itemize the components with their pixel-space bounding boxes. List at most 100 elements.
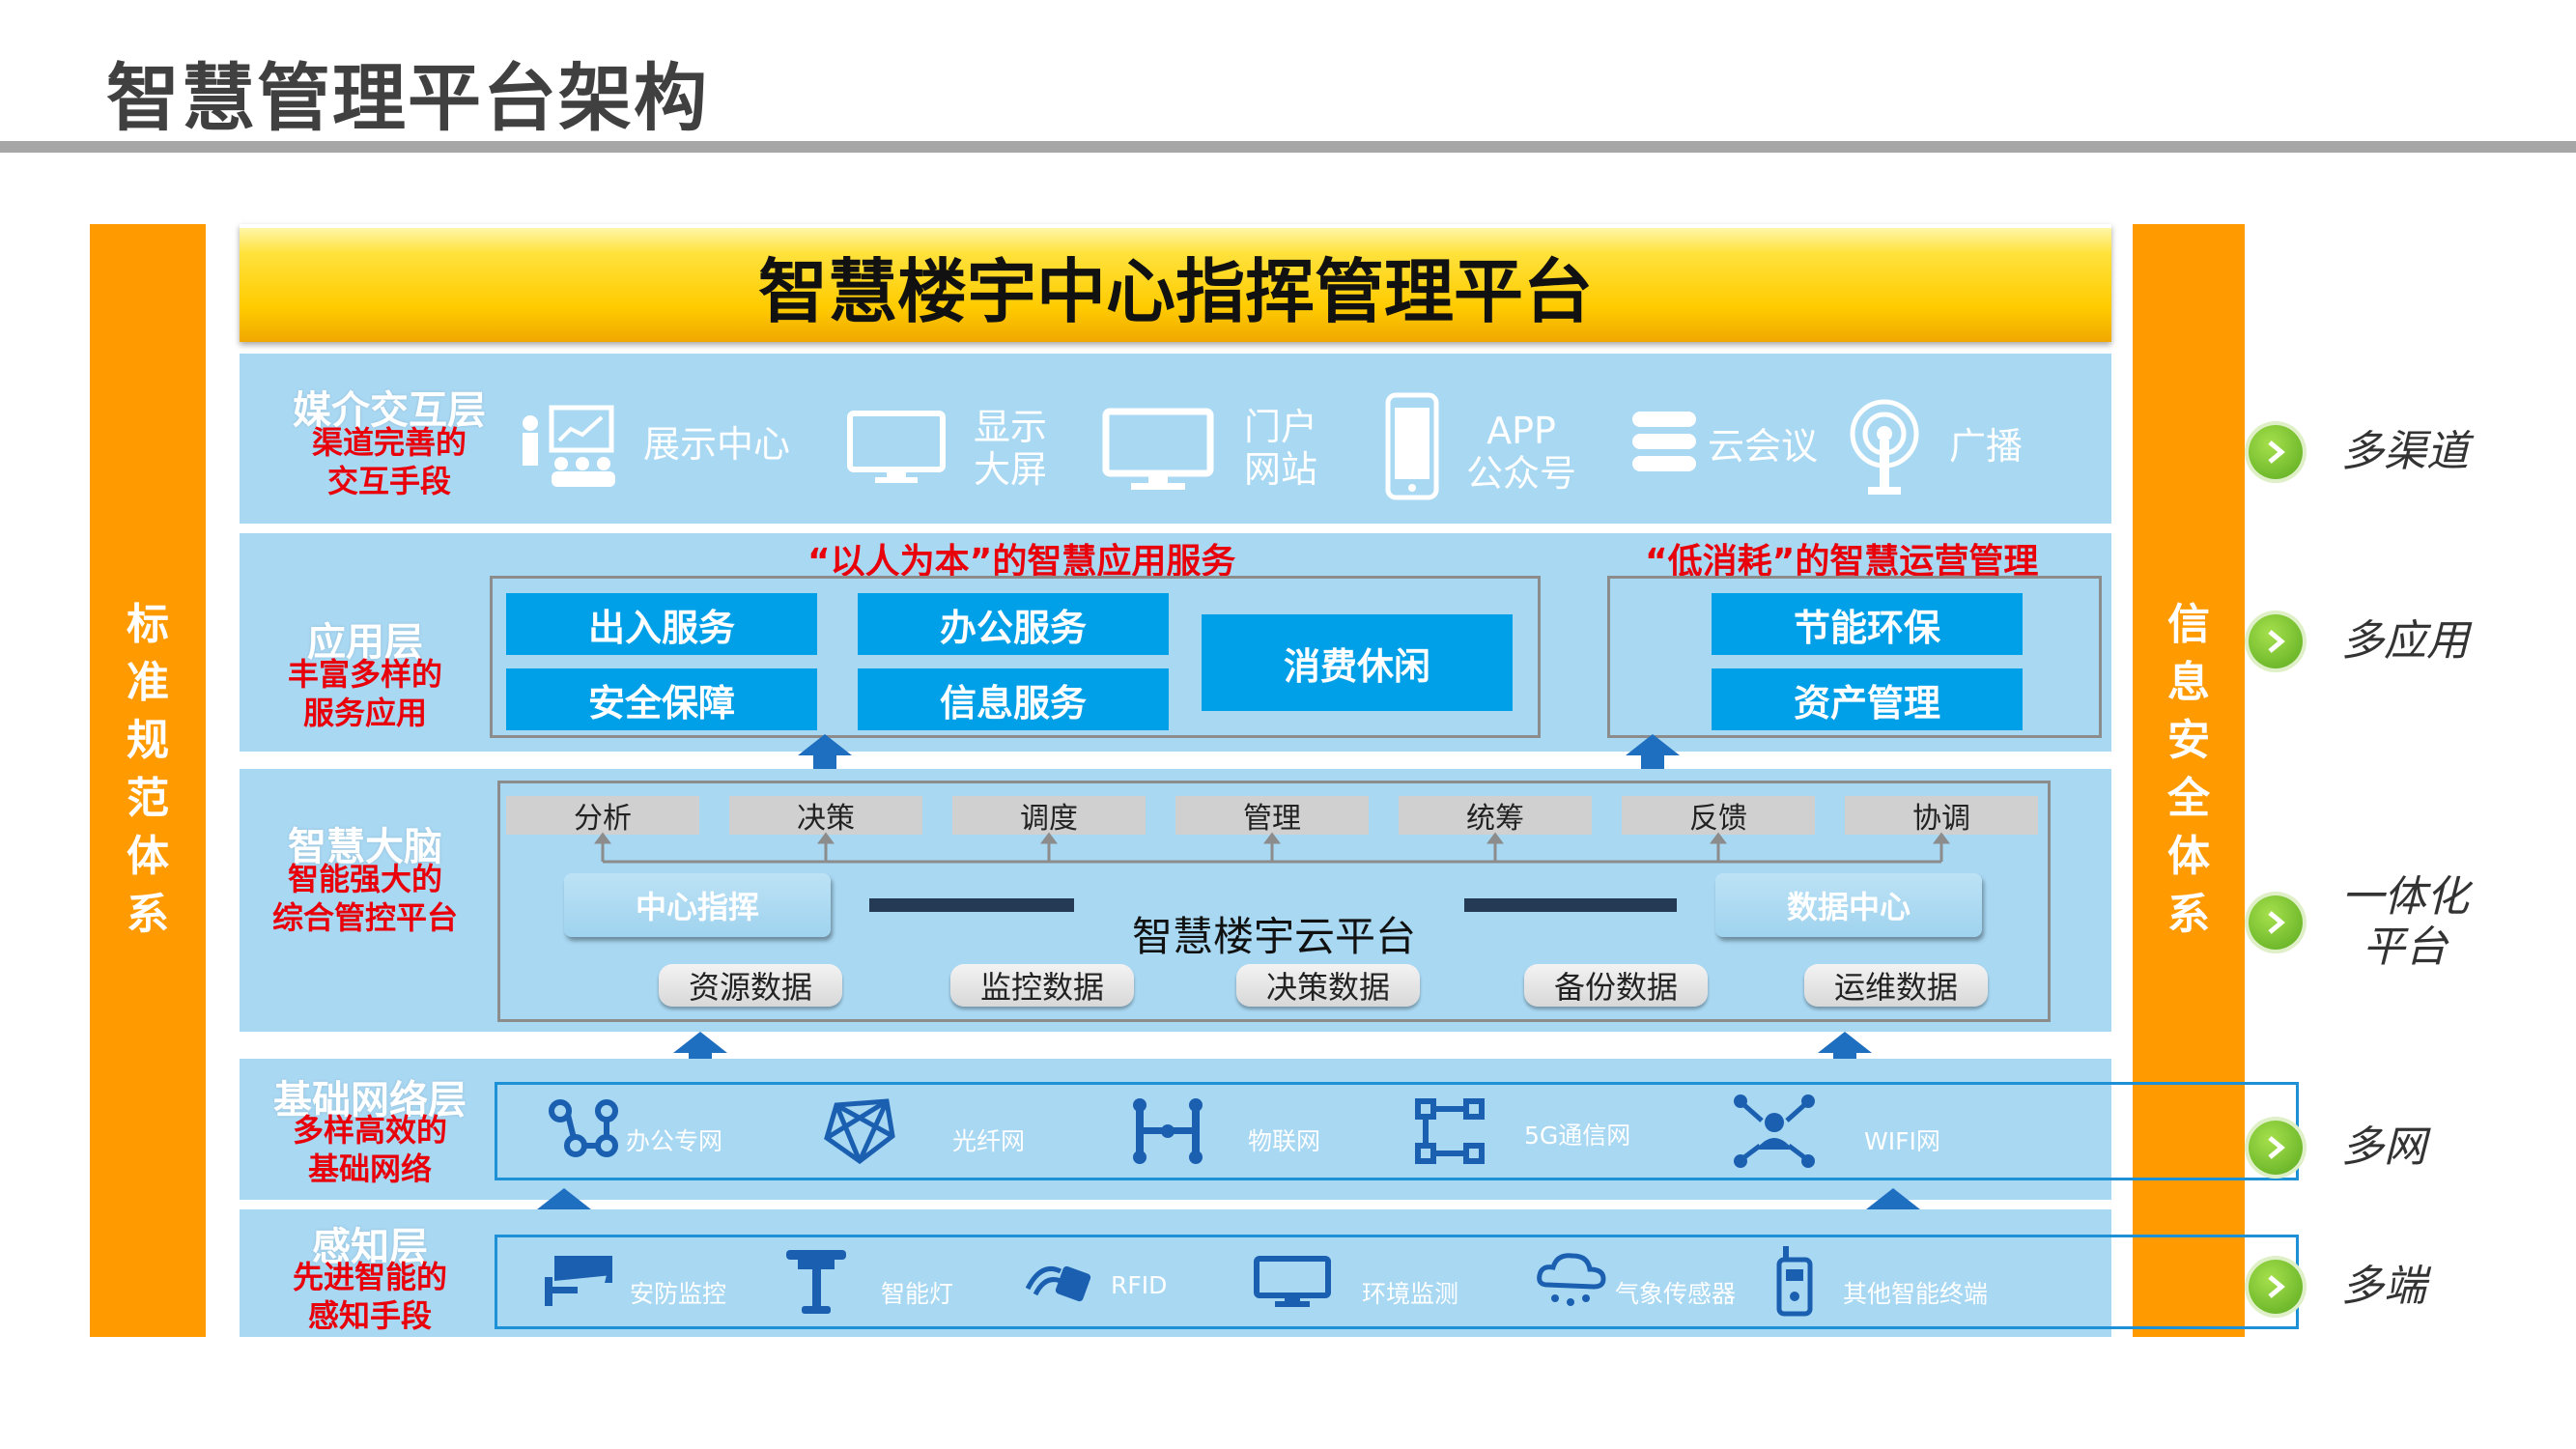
monitor-icon <box>1254 1256 1331 1307</box>
perception-layer: 感知层 先进智能的感知手段 安防监控 智能灯 RFID 环境监测 气象传感器 其… <box>240 1209 2299 1337</box>
layer-subtitle: 渠道完善的交互手段 <box>311 424 467 499</box>
platform-bar-left <box>869 898 1074 912</box>
left-bar-char: 体 <box>127 832 169 881</box>
service-box-access[interactable]: 出入服务 <box>506 593 817 655</box>
monitor-icon <box>847 411 946 483</box>
service-box-assets[interactable]: 资产管理 <box>1712 668 2023 730</box>
up-arrow-icon <box>798 734 852 779</box>
title-divider <box>0 141 2576 153</box>
perception-item-label: 其他智能终端 <box>1843 1280 1989 1308</box>
layer-name: 媒介交互层 <box>293 388 486 433</box>
media-item-label: 云会议 <box>1708 425 1819 468</box>
network-item-label: 5G通信网 <box>1524 1122 1631 1150</box>
layer-name: 基础网络层 <box>273 1078 467 1122</box>
platform-bar-right <box>1464 898 1677 912</box>
up-arrow-icon <box>673 1032 727 1076</box>
perception-item-label: RFID <box>1111 1271 1168 1299</box>
perception-item-label: 气象传感器 <box>1615 1280 1737 1308</box>
network-layer: 基础网络层 多样高效的基础网络 办公专网 光纤网 物联网 5G通信网 <box>240 1059 2299 1200</box>
people-oriented-services-frame <box>490 576 1541 738</box>
data-source-tag: 运维数据 <box>1804 964 1988 1007</box>
right-feature-label: 多应用 <box>2341 616 2469 666</box>
left-bar-char: 准 <box>127 658 169 707</box>
mesh-icon <box>824 1098 895 1165</box>
layer-name: 应用层 <box>307 620 423 665</box>
left-group-heading: “以人为本”的智慧应用服务 <box>807 542 1236 582</box>
perception-item-label: 智能灯 <box>881 1280 954 1308</box>
security-camera-icon <box>545 1256 612 1306</box>
network-item-label: WIFI网 <box>1864 1127 1940 1155</box>
service-box-energy[interactable]: 节能环保 <box>1712 593 2023 655</box>
server-stack-icon <box>1632 412 1696 471</box>
layer-name: 感知层 <box>312 1225 428 1269</box>
up-arrow-icon <box>1626 734 1680 779</box>
smart-lamp-icon <box>786 1250 846 1314</box>
service-box-consumption[interactable]: 消费休闲 <box>1202 614 1513 711</box>
right-feature-label: 多网 <box>2341 1122 2426 1172</box>
network-item-label: 办公专网 <box>626 1127 723 1155</box>
media-item-label: 展示中心 <box>643 423 791 466</box>
cloud-platform-title: 智慧楼宇云平台 <box>1132 913 1417 960</box>
network-item-label: 物联网 <box>1248 1127 1321 1155</box>
page-title: 智慧管理平台架构 <box>106 55 709 141</box>
perception-item-label: 环境监测 <box>1362 1280 1459 1308</box>
right-group-heading: “低消耗”的智慧运营管理 <box>1645 542 2039 582</box>
cloud-platform-frame <box>497 781 2051 1022</box>
service-box-security[interactable]: 安全保障 <box>506 668 817 730</box>
weather-sensor-icon <box>1537 1253 1606 1306</box>
walkie-talkie-icon <box>1776 1246 1813 1317</box>
main-platform-title: 智慧楼宇中心指挥管理平台 <box>240 224 2111 342</box>
service-box-office[interactable]: 办公服务 <box>858 593 1169 655</box>
chevron-right-icon <box>2249 425 2303 479</box>
right-bar-char: 体 <box>2167 832 2210 881</box>
perception-item-label: 安防监控 <box>630 1280 727 1308</box>
data-source-tag: 监控数据 <box>950 964 1134 1007</box>
chevron-right-icon <box>2249 895 2303 950</box>
connector-lines <box>594 832 1950 864</box>
right-feature-label: 一体化平台 <box>2341 872 2469 972</box>
right-feature-item: 多网 <box>2249 1121 2426 1175</box>
right-bar-char: 系 <box>2167 890 2210 939</box>
molecule-icon <box>549 1099 618 1157</box>
data-source-tag: 决策数据 <box>1236 964 1420 1007</box>
media-item-label: 显示大屏 <box>974 406 1048 491</box>
layer-subtitle: 先进智能的感知手段 <box>292 1259 447 1334</box>
presentation-icon <box>523 405 615 487</box>
right-bar-char: 信 <box>2167 600 2210 649</box>
data-source-tag: 资源数据 <box>659 964 842 1007</box>
smart-brain-layer: 智慧大脑 智能强大的综合管控平台 分析 决策 调度 管理 统筹 反馈 协调 中心… <box>240 769 2111 1032</box>
layer-subtitle: 丰富多样的服务应用 <box>287 656 442 731</box>
right-feature-item: 多应用 <box>2249 614 2469 668</box>
function-tag: 决策 <box>729 796 922 836</box>
left-bar-char: 范 <box>127 774 169 823</box>
command-center-pill[interactable]: 中心指挥 <box>564 873 831 937</box>
left-bar-char: 系 <box>127 890 169 939</box>
broadcast-icon <box>1850 399 1919 495</box>
iot-nodes-icon <box>1133 1098 1203 1164</box>
media-item-label: 广播 <box>1949 425 2024 468</box>
left-bar-char: 标 <box>127 600 169 649</box>
right-bar-char: 安 <box>2167 716 2210 765</box>
chevron-right-icon <box>2249 1260 2303 1314</box>
media-item-label: 门户网站 <box>1244 406 1318 491</box>
function-tag: 调度 <box>952 796 1146 836</box>
right-feature-label: 多端 <box>2341 1262 2426 1311</box>
right-feature-item: 多端 <box>2249 1260 2426 1314</box>
left-standards-bar: 标 准 规 范 体 系 <box>90 224 206 1337</box>
data-center-pill[interactable]: 数据中心 <box>1715 873 1982 937</box>
data-source-tag: 备份数据 <box>1524 964 1708 1007</box>
right-security-bar: 信 息 安 全 体 系 <box>2133 224 2245 1337</box>
right-feature-label: 多渠道 <box>2341 427 2469 476</box>
layer-name: 智慧大脑 <box>288 825 442 869</box>
service-box-information[interactable]: 信息服务 <box>858 668 1169 730</box>
function-tag: 协调 <box>1845 796 2038 836</box>
left-bar-char: 规 <box>127 716 169 765</box>
right-feature-item: 一体化平台 <box>2249 872 2469 973</box>
people-network-icon <box>1734 1094 1815 1168</box>
phone-icon <box>1385 392 1439 500</box>
application-layer: 应用层 丰富多样的服务应用 “以人为本”的智慧应用服务 出入服务 办公服务 安全… <box>240 533 2111 752</box>
function-tag: 统筹 <box>1399 796 1592 836</box>
function-tag: 管理 <box>1175 796 1369 836</box>
chevron-right-icon <box>2249 614 2303 668</box>
